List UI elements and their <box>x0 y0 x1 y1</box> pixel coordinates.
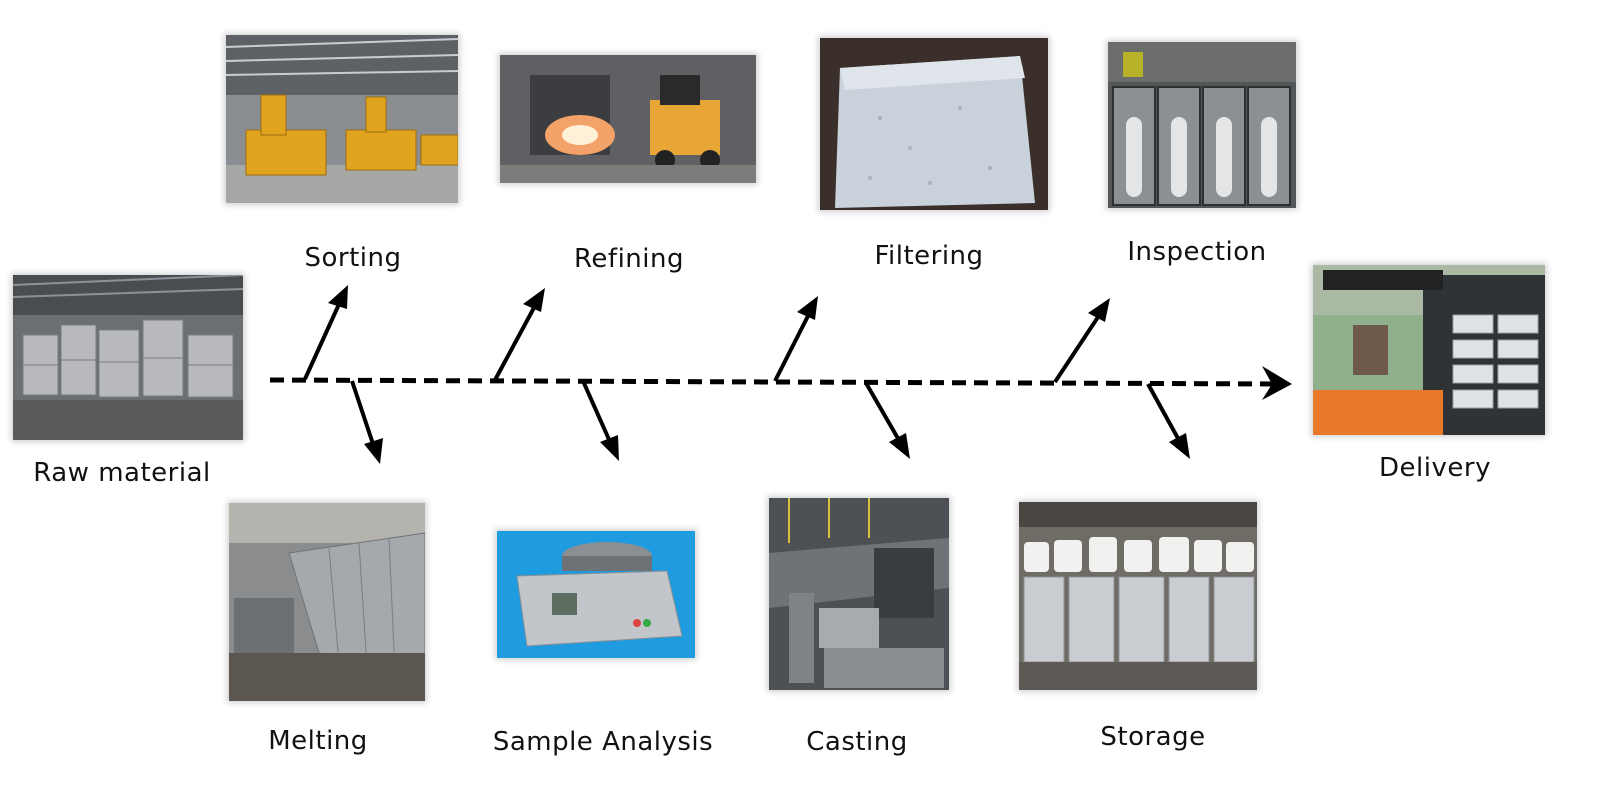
refining-label: Refining <box>574 244 684 274</box>
branch-arrow-storage <box>1146 383 1190 459</box>
sorting-machines-photo <box>226 35 458 203</box>
ingot-storage-photo <box>1019 502 1257 690</box>
raw-material-label: Raw material <box>33 458 211 488</box>
branch-arrow-sample-analysis <box>581 380 619 461</box>
forklift-delivery-photo <box>1313 265 1545 435</box>
main-timeline-arrowhead <box>1262 366 1292 400</box>
ceramic-filter-photo <box>820 38 1048 210</box>
delivery-label: Delivery <box>1379 453 1491 483</box>
inspection-label: Inspection <box>1127 237 1267 267</box>
ingot-inspection-photo <box>1108 42 1296 208</box>
spectrometer-photo <box>497 531 695 658</box>
casting-machine-photo <box>769 498 949 690</box>
branch-arrow-refining <box>493 288 545 381</box>
filtering-label: Filtering <box>874 241 984 271</box>
branch-arrow-inspection <box>1053 298 1110 384</box>
refining-forklift-photo <box>500 55 756 183</box>
melting-label: Melting <box>268 726 368 756</box>
branch-arrow-filtering <box>773 296 818 382</box>
main-timeline-line <box>269 377 1286 387</box>
sample-analysis-label: Sample Analysis <box>492 727 714 757</box>
branch-arrow-sorting <box>303 285 348 380</box>
scrap-bales-photo <box>13 275 243 440</box>
branch-arrow-melting <box>350 380 383 464</box>
sorting-label: Sorting <box>304 243 402 273</box>
melting-furnace-photo <box>229 503 425 701</box>
branch-arrow-casting <box>864 382 910 459</box>
casting-label: Casting <box>806 727 908 757</box>
storage-label: Storage <box>1100 722 1206 752</box>
